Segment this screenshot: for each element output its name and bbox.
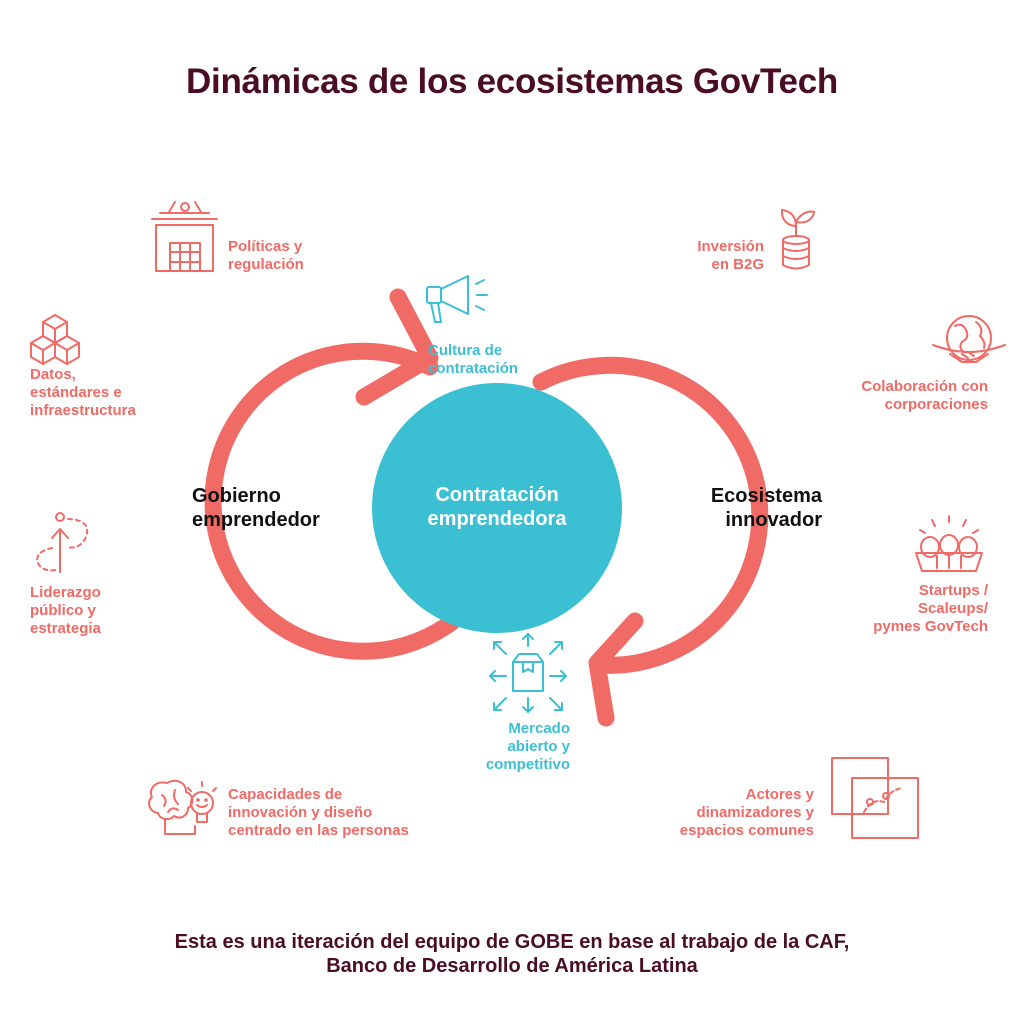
left-loop-arc xyxy=(204,342,461,660)
left-item-capabilities: Capacidades de innovación y diseño centr… xyxy=(228,786,409,839)
center-label: Contratación emprendedora xyxy=(427,484,567,530)
courthouse-icon xyxy=(151,201,218,272)
left-loop-label: Gobierno emprendedor xyxy=(192,485,320,531)
path-arrow-icon xyxy=(36,512,89,573)
left-item-policies: Políticas y regulación xyxy=(228,238,304,273)
overlapping-squares-icon xyxy=(831,757,919,839)
center-circle xyxy=(372,383,622,633)
right-loop-arrowhead xyxy=(588,612,644,727)
right-loop-label: Ecosistema innovador xyxy=(710,485,822,531)
center-item-market: Mercado abierto y competitivo xyxy=(485,720,570,773)
cubes-icon xyxy=(30,314,80,365)
egg-carton-icon xyxy=(915,515,983,572)
left-loop-arrowhead xyxy=(355,288,439,406)
box-arrows-icon xyxy=(489,633,567,713)
plant-coins-icon xyxy=(780,209,815,270)
left-item-leadership: Liderazgo público y estrategia xyxy=(30,584,101,637)
brain-bulb-icon xyxy=(148,779,217,835)
right-item-investment: Inversión en B2G xyxy=(697,238,764,273)
right-loop-arc xyxy=(532,356,769,674)
left-item-data: Datos, estándares e infraestructura xyxy=(30,366,136,419)
right-item-actors: Actores y dinamizadores y espacios comun… xyxy=(679,786,814,839)
page-title: Dinámicas de los ecosistemas GovTech xyxy=(186,62,838,101)
globe-handshake-icon xyxy=(932,315,1006,363)
right-item-corporations: Colaboración con corporaciones xyxy=(861,378,988,413)
right-item-startups: Startups / Scaleups/ pymes GovTech xyxy=(873,582,988,635)
megaphone-icon xyxy=(426,275,488,323)
footer-credit: Esta es una iteración del equipo de GOBE… xyxy=(174,931,850,977)
center-item-culture: Cultura de contratación xyxy=(428,342,519,377)
